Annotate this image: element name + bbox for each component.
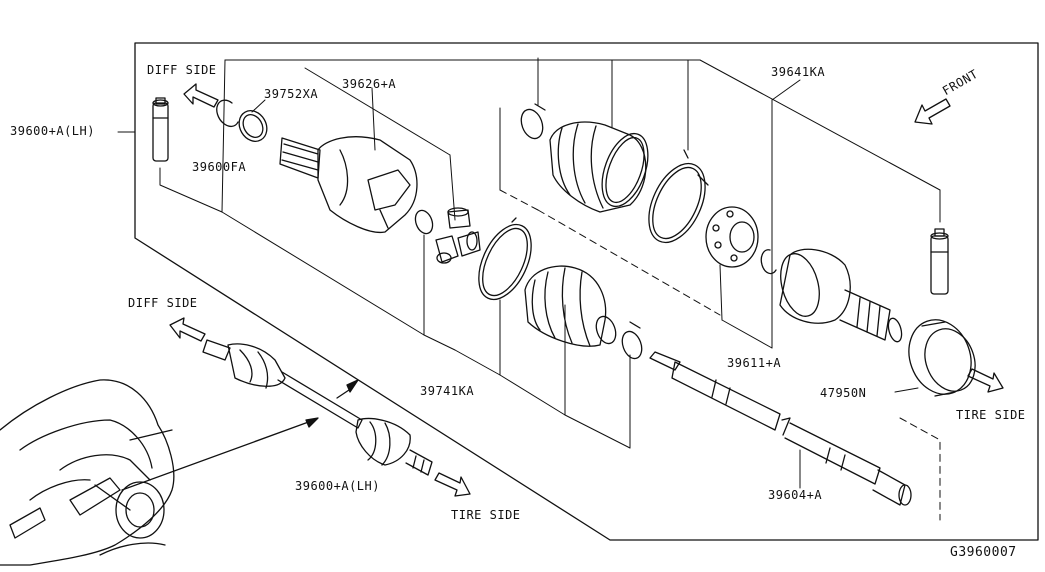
label-tire-side-bottom: TIRE SIDE — [451, 508, 521, 522]
boot-band-small — [621, 321, 643, 360]
assembly-frame — [134, 42, 1039, 541]
snap-ring-outer — [760, 249, 777, 275]
front-arrow — [914, 98, 951, 125]
label-39611a: 39611+A — [727, 356, 782, 370]
plug-right — [930, 228, 949, 295]
leader-lines — [117, 57, 941, 521]
wheel-bearing — [908, 319, 976, 397]
location-pointer — [94, 417, 319, 511]
boot-band-top-small — [520, 103, 546, 140]
boot-band-inner — [478, 217, 532, 301]
tire-side-arrow-right — [967, 368, 1004, 393]
ball-cage — [705, 206, 759, 268]
diff-side-arrow-left — [169, 317, 206, 342]
label-diff-side-left: DIFF SIDE — [128, 296, 198, 310]
drive-shaft-assy — [202, 339, 433, 476]
label-tire-side-right: TIRE SIDE — [956, 408, 1026, 422]
outer-boot — [549, 121, 649, 213]
seal-ring-39752xa — [238, 110, 268, 142]
boot-band-outer — [648, 149, 709, 244]
outer-joint — [779, 248, 903, 343]
inner-boot — [524, 265, 617, 347]
tire-side-arrow-bottom — [434, 472, 471, 497]
label-39741ka: 39741KA — [420, 384, 475, 398]
plug-left — [152, 97, 169, 162]
label-39752xa: 39752XA — [264, 87, 319, 101]
label-39600fa: 39600FA — [192, 160, 247, 174]
circlip-small — [414, 209, 434, 235]
diff-side-arrow-top — [183, 83, 219, 108]
intermediate-shaft — [649, 351, 912, 506]
label-diff-side-top: DIFF SIDE — [147, 63, 217, 77]
vehicle-silhouette — [0, 379, 175, 566]
label-39626a: 39626+A — [342, 77, 397, 91]
snap-ring-top-left — [216, 99, 239, 128]
label-assy-lh: 39600+A(LH) — [10, 124, 95, 138]
label-39641ka: 39641KA — [771, 65, 826, 79]
label-39600a-lh-bottom: 39600+A(LH) — [295, 479, 380, 493]
shaft-direction-arrow — [336, 379, 359, 399]
label-39604a: 39604+A — [768, 488, 823, 502]
inner-joint-housing — [279, 136, 418, 234]
tripod-spider — [435, 207, 481, 264]
label-47950n: 47950N — [820, 386, 867, 400]
diagram-reference-code: G3960007 — [950, 545, 1017, 560]
